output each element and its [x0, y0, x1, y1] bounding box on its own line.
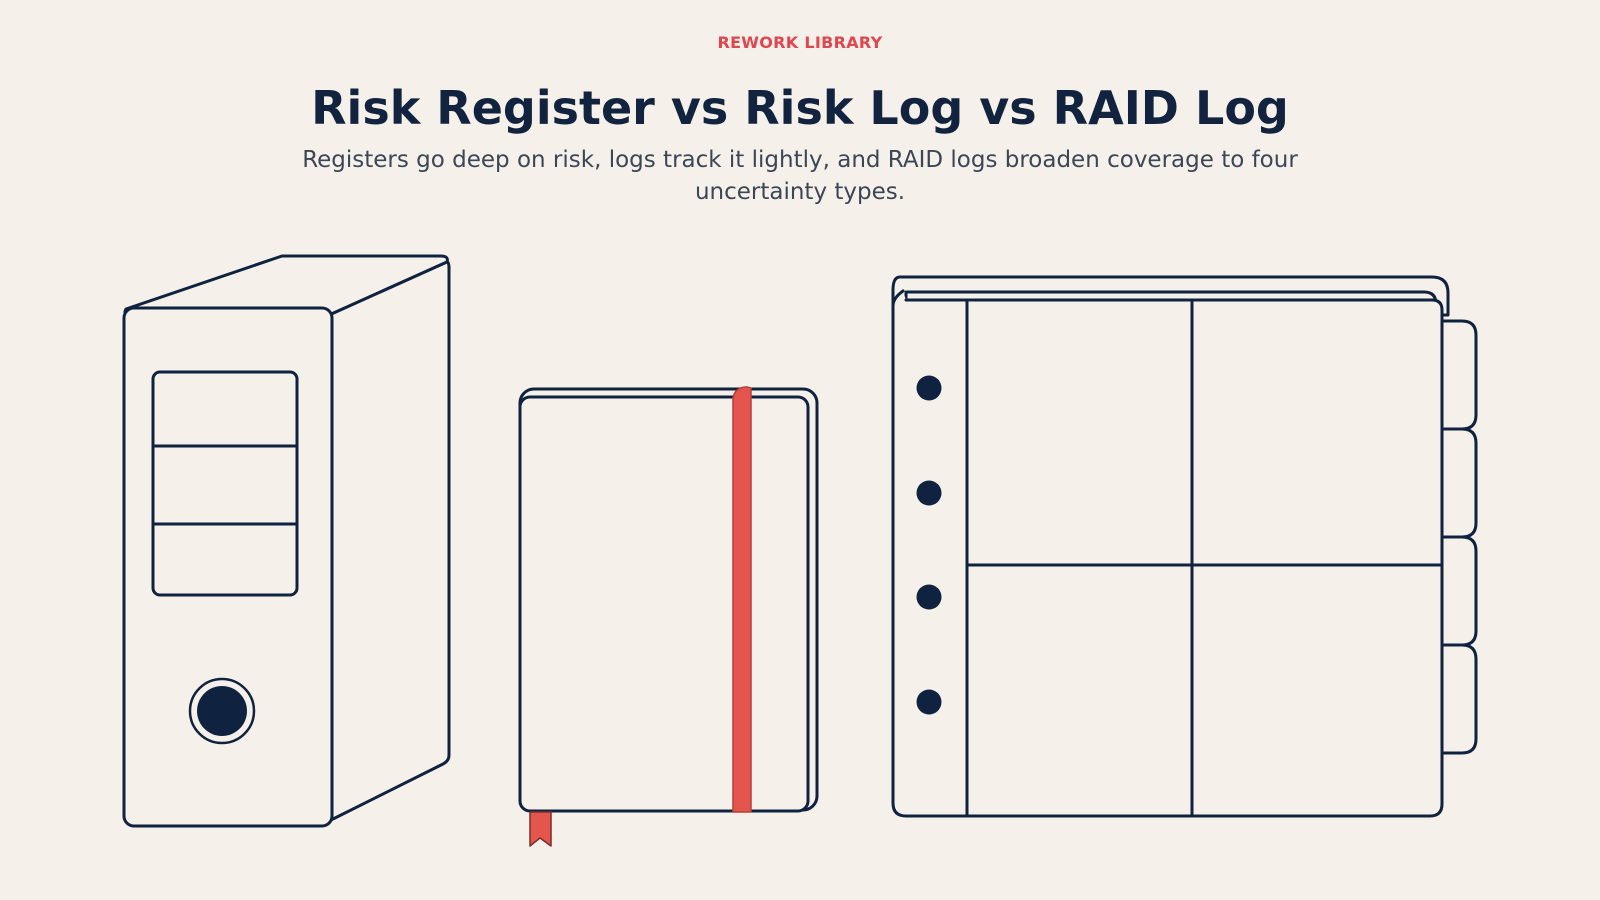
bookmark-ribbon: [529, 811, 552, 847]
binder-finger-hole: [197, 686, 247, 736]
page-subtitle: Registers go deep on risk, logs track it…: [302, 147, 1298, 205]
ring-hole-3: [916, 584, 942, 610]
tab-2: [1438, 427, 1478, 539]
tab-3: [1438, 535, 1478, 647]
risk-register-binder-icon: [122, 254, 451, 828]
binder-front-cover: [891, 289, 1444, 818]
tab-1: [1438, 319, 1478, 431]
risk-log-notebook-icon: [518, 386, 819, 847]
binder-front-face: [122, 306, 334, 828]
ring-hole-2: [916, 480, 942, 506]
notebook-front-cover: [518, 395, 810, 813]
binder-label-panel: [151, 370, 299, 597]
raid-log-ring-binder-icon: [891, 275, 1478, 818]
binder-finger-hole-ring: [188, 677, 256, 745]
eyebrow-label: REWORK LIBRARY: [717, 33, 883, 52]
page-title: Risk Register vs Risk Log vs RAID Log: [311, 81, 1289, 135]
tab-4: [1438, 643, 1478, 755]
ring-hole-1: [916, 375, 942, 401]
binder-side-face: [325, 260, 451, 824]
notebook-elastic-band: [732, 386, 752, 813]
ring-hole-4: [916, 689, 942, 715]
